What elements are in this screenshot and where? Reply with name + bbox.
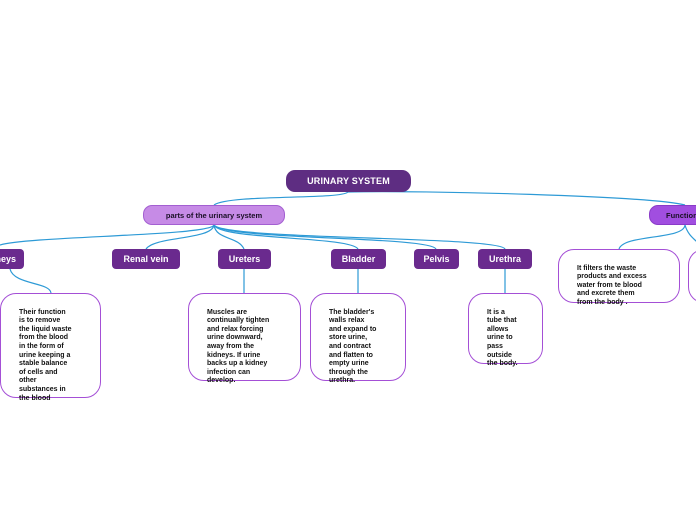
node-bladder-label: Bladder (341, 254, 376, 264)
note-kidneys-text: Their function is to remove the liquid w… (19, 308, 72, 402)
root-node[interactable]: URINARY SYSTEM (286, 170, 411, 192)
note-ureters-text: Muscles are continually tighten and rela… (207, 308, 270, 385)
node-kidneys-label: Kidneys (0, 254, 16, 264)
branch-parts-label: parts of the urinary system (165, 210, 263, 220)
note-ureters-function[interactable]: Muscles are continually tighten and rela… (188, 293, 301, 384)
note-bladder-text: The bladder's walls relax and expand to … (329, 308, 377, 385)
node-ureters-label: Ureters (228, 254, 261, 264)
node-urethra[interactable]: Urethra (478, 249, 532, 269)
node-renal-vein[interactable]: Renal vein (112, 249, 180, 269)
node-pelvis[interactable]: Pelvis (414, 249, 459, 269)
node-kidneys[interactable]: Kidneys (0, 249, 24, 269)
node-pelvis-label: Pelvis (423, 254, 450, 264)
note-kidneys-function[interactable]: Their function is to remove the liquid w… (0, 293, 101, 402)
connector-parts-pelvis (213, 224, 437, 250)
note-functions-text: It filters the waste products and excess… (577, 264, 647, 306)
node-renal-vein-label: Renal vein (123, 254, 169, 264)
connector-parts-renal-vein (145, 224, 215, 250)
note-functions-filter[interactable]: It filters the waste products and excess… (558, 249, 680, 306)
note-urethra-text: It is a tube that allows urine to pass o… (487, 308, 518, 368)
connector-parts-kidneys (0, 224, 215, 246)
connector-root-functions (347, 191, 686, 206)
node-urethra-label: Urethra (488, 254, 521, 264)
note-functions-partial[interactable] (688, 249, 696, 303)
root-label: URINARY SYSTEM (307, 176, 390, 186)
connector-functions-note-2 (684, 224, 696, 242)
connector-parts-ureters (213, 224, 245, 250)
node-ureters[interactable]: Ureters (218, 249, 271, 269)
connector-kidneys-note (9, 268, 52, 294)
node-bladder[interactable]: Bladder (331, 249, 386, 269)
branch-functions[interactable]: Functions (649, 205, 696, 225)
connector-parts-bladder (213, 224, 359, 250)
note-bladder-function[interactable]: The bladder's walls relax and expand to … (310, 293, 406, 384)
branch-parts-of-urinary-system[interactable]: parts of the urinary system (143, 205, 285, 225)
note-urethra-function[interactable]: It is a tube that allows urine to pass o… (468, 293, 543, 367)
connector-root-parts (213, 191, 349, 206)
branch-functions-label: Functions (666, 210, 696, 220)
connector-functions-note (618, 224, 686, 250)
connector-parts-urethra (213, 224, 506, 250)
